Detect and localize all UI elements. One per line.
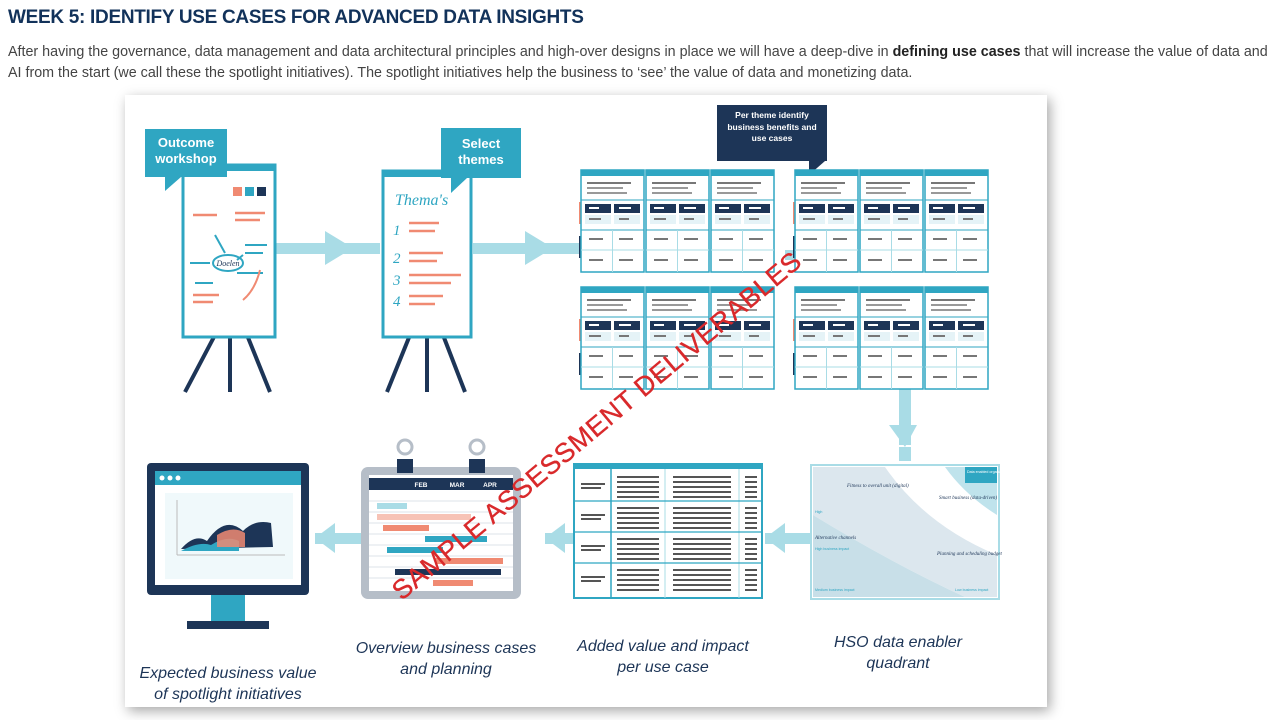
per-theme-label: Per theme identify business benefits and…: [727, 110, 817, 143]
flipchart-themas-heading: Thema's: [395, 192, 448, 209]
value-table-row: [574, 531, 762, 560]
gantt-board: [361, 438, 521, 599]
use-case-card: [924, 169, 989, 273]
bubble-outcome-workshop: [145, 129, 227, 191]
process-diagram: Doelen Thema's 1: [125, 95, 1047, 707]
quadrant-sub-label: Medium business impact: [815, 588, 855, 592]
flow-connectors: [275, 231, 917, 553]
value-table-row: [581, 476, 757, 498]
use-case-card: [710, 169, 775, 273]
gantt-month-label: APR: [483, 482, 497, 489]
theme-number: 3: [392, 273, 401, 289]
quadrant-label: Planning and scheduling budget: [936, 552, 1002, 557]
use-case-card: [645, 286, 710, 390]
quadrant-label: Fitness to overall unit (digital): [846, 484, 909, 489]
bubble-per-theme: [717, 105, 827, 175]
use-case-card: [859, 169, 924, 273]
caption-added-value: Added value and impact per use case: [577, 638, 749, 676]
use-case-card: [710, 286, 775, 390]
quadrant-label: Alternative channels: [814, 536, 856, 541]
bubble-select-themes: [441, 128, 521, 193]
page-title: WEEK 5: IDENTIFY USE CASES FOR ADVANCED …: [8, 7, 584, 28]
use-case-card: [794, 286, 859, 390]
quadrant-label: Smart business (data-driven): [939, 496, 997, 501]
intro-paragraph: After having the governance, data manage…: [8, 42, 1276, 84]
flipchart-themes: [381, 169, 473, 393]
theme-number: 1: [393, 223, 401, 239]
use-case-card: [794, 169, 859, 273]
use-case-card: [645, 169, 710, 273]
caption-quadrant: HSO data enabler quadrant: [833, 634, 963, 672]
flipchart-doelen-label: Doelen: [215, 259, 239, 268]
use-case-card: [924, 286, 989, 390]
monitor-expected-value: [147, 463, 309, 629]
caption-overview: Overview business cases and planning: [355, 640, 537, 678]
diagram-artwork: Doelen Thema's 1: [145, 105, 1009, 629]
intro-highlight: defining use cases: [892, 44, 1021, 60]
value-table-row: [574, 562, 762, 591]
quadrant-sub-label: Low business impact: [955, 588, 988, 592]
quadrant-corner-label: Data enabled organization: [967, 470, 1009, 474]
gantt-month-label: FEB: [415, 482, 428, 489]
quadrant-sub-label: High business impact: [815, 547, 849, 551]
select-themes-label: Select themes: [458, 136, 504, 167]
use-case-card: [580, 286, 645, 390]
value-table-row: [574, 500, 762, 529]
outcome-workshop-label: Outcome workshop: [155, 135, 217, 166]
quadrant-side-label: High: [815, 510, 822, 514]
use-case-cards: [579, 169, 989, 390]
intro-text: After having the governance, data manage…: [8, 44, 893, 60]
use-case-card: [859, 286, 924, 390]
intro-text-end: that will increase the value of data and…: [8, 44, 1268, 81]
flipchart-outcome: [181, 163, 277, 393]
use-case-card: [580, 169, 645, 273]
quadrant-chart: [810, 464, 1000, 600]
gantt-month-label: MAR: [450, 482, 465, 489]
theme-number: 4: [393, 294, 401, 310]
theme-number: 2: [393, 251, 401, 267]
caption-expected-value: Expected business value of spotlight ini…: [139, 665, 317, 703]
added-value-table: [573, 463, 763, 599]
